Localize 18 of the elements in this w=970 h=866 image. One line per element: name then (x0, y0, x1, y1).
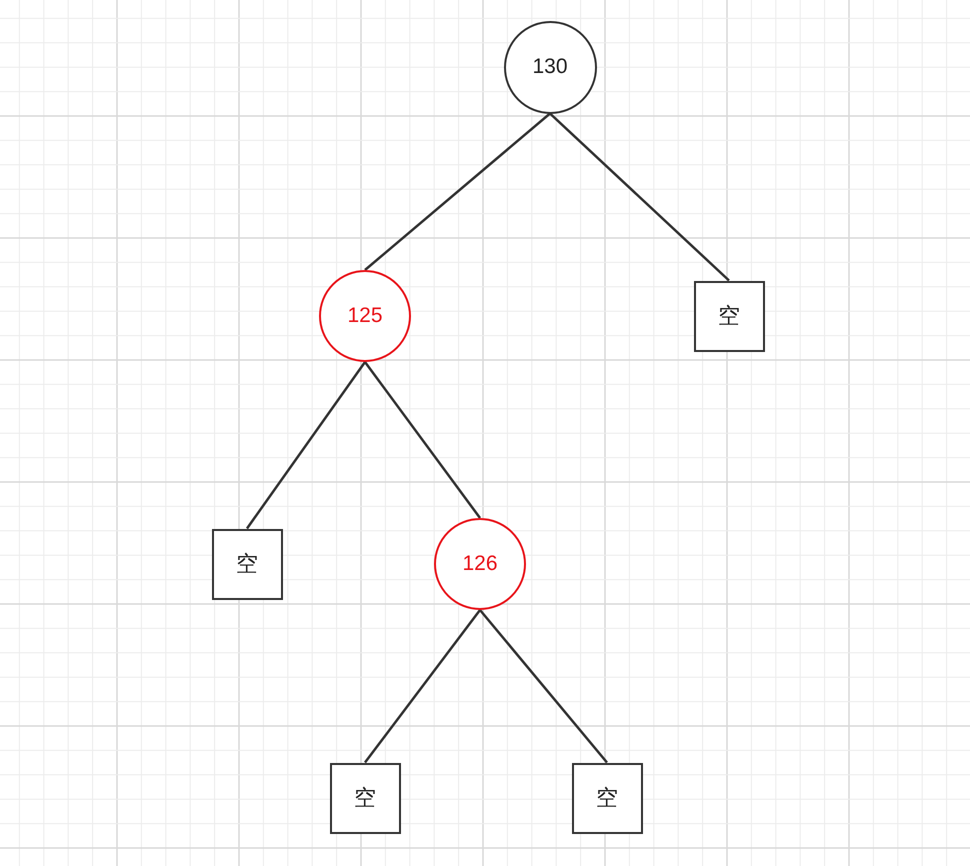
tree-node-circle (504, 20, 596, 114)
node-label: 空 (236, 551, 258, 579)
tree-edge (364, 361, 481, 519)
node-label: 空 (354, 785, 376, 813)
node-label: 125 (347, 304, 383, 328)
node-label: 130 (532, 55, 568, 79)
null-leaf-box (572, 762, 642, 834)
tree-edge (364, 112, 551, 271)
node-label: 空 (718, 303, 740, 331)
tree-edge (246, 361, 366, 530)
node-label: 126 (462, 552, 498, 576)
node-label: 空 (596, 785, 618, 813)
null-leaf-box (330, 762, 400, 834)
tree-edge (479, 609, 608, 764)
tree-edge (549, 112, 730, 282)
tree-edge (364, 609, 481, 764)
null-leaf-box (212, 528, 282, 600)
null-leaf-box (694, 280, 764, 352)
